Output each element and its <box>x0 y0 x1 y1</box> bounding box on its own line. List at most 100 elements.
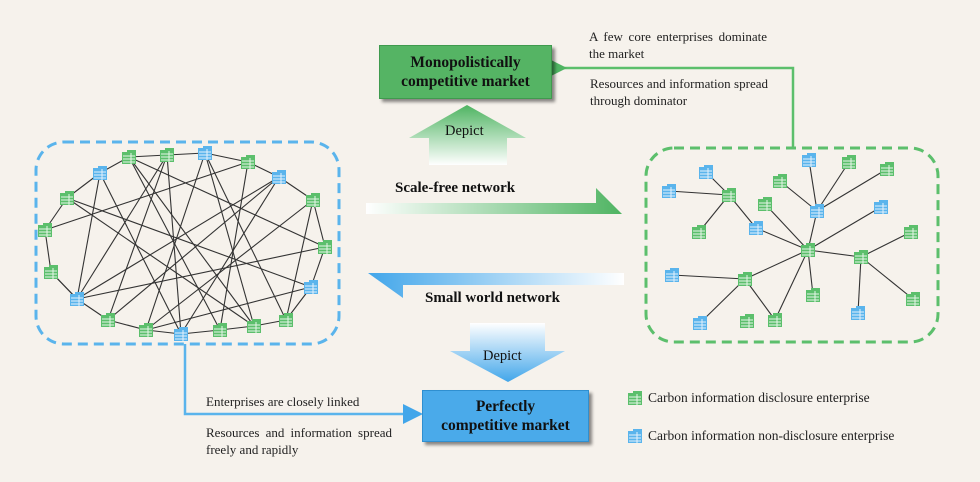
non-disclosure-enterprise-node <box>272 170 286 184</box>
disclosure-enterprise-node <box>60 191 74 205</box>
network-edge <box>668 190 730 196</box>
disclosure-enterprise-node <box>722 188 736 202</box>
network-edge <box>764 203 809 251</box>
disclosure-enterprise-node <box>241 155 255 169</box>
disclosure-enterprise-node <box>854 250 868 264</box>
non-disclosure-enterprise-node <box>662 184 676 198</box>
non-disclosure-enterprise-node <box>93 166 107 180</box>
disclosure-enterprise-node <box>38 223 52 237</box>
depict-down-arrow <box>450 323 565 382</box>
disclosure-enterprise-node <box>904 225 918 239</box>
disclosure-enterprise-node <box>692 225 706 239</box>
disclosure-enterprise-node <box>768 313 782 327</box>
disclosure-enterprise-node <box>101 313 115 327</box>
perfect-market-box: Perfectly competitive market <box>422 390 589 442</box>
scale-free-label: Scale-free network <box>395 180 516 196</box>
monopolistic-line2: competitive market <box>401 73 530 90</box>
non-disclosure-enterprise-node <box>70 292 84 306</box>
small-world-nodes <box>38 146 332 341</box>
disclosure-enterprise-node <box>758 197 772 211</box>
building-icon <box>628 391 642 405</box>
network-edge <box>145 152 206 331</box>
disclosure-enterprise-node <box>279 313 293 327</box>
connector-to-perfect <box>183 344 423 424</box>
small-world-label: Small world network <box>425 290 560 306</box>
scale-free-region <box>644 146 940 344</box>
disclosure-enterprise-node <box>139 323 153 337</box>
disclosure-enterprise-node <box>306 193 320 207</box>
disclosure-enterprise-node <box>801 243 815 257</box>
network-edge <box>128 156 255 327</box>
small-world-arrow <box>368 273 624 298</box>
network-edge <box>128 156 326 248</box>
depict-down-label: Depict <box>483 348 522 364</box>
note-spread-dominator: Resources and information spread through… <box>590 76 768 108</box>
network-edge <box>744 249 809 280</box>
legend-non-disclosure: Carbon information non-disclosure enterp… <box>627 428 894 444</box>
network-edge <box>816 168 888 212</box>
connector-to-monopolistic <box>547 58 795 148</box>
legend-disclosure-label: Carbon information disclosure enterprise <box>648 390 870 405</box>
note-spread-freely: Resources and information spread freely … <box>206 425 392 457</box>
network-edge <box>76 246 326 300</box>
network-edge <box>816 161 850 212</box>
network-edge <box>145 199 314 331</box>
network-edge <box>807 249 814 296</box>
network-edge <box>774 249 809 321</box>
non-disclosure-enterprise-node <box>665 268 679 282</box>
network-edge <box>204 152 255 327</box>
disclosure-enterprise-node <box>842 155 856 169</box>
non-disclosure-enterprise-node <box>851 306 865 320</box>
perfect-line2: competitive market <box>441 417 570 434</box>
scale-free-edges <box>668 159 914 324</box>
non-disclosure-enterprise-node <box>749 221 763 235</box>
depict-up-arrow <box>409 105 526 165</box>
disclosure-enterprise-node <box>740 314 754 328</box>
network-edge <box>204 152 249 163</box>
network-edge <box>180 176 280 335</box>
network-edge <box>76 172 101 300</box>
network-edge <box>755 227 809 251</box>
legend-non-disclosure-label: Carbon information non-disclosure enterp… <box>648 428 895 443</box>
disclosure-enterprise-node <box>44 265 58 279</box>
network-edge <box>76 176 280 300</box>
non-disclosure-enterprise-node <box>693 316 707 330</box>
small-world-region <box>34 140 341 346</box>
network-edge <box>66 197 312 288</box>
non-disclosure-enterprise-node <box>304 280 318 294</box>
non-disclosure-enterprise-node <box>198 146 212 160</box>
network-edge <box>66 197 255 327</box>
disclosure-enterprise-node <box>247 319 261 333</box>
disclosure-enterprise-node <box>213 323 227 337</box>
disclosure-enterprise-node <box>880 162 894 176</box>
network-edge <box>857 256 862 314</box>
disclosure-enterprise-node <box>906 292 920 306</box>
non-disclosure-enterprise-node <box>802 153 816 167</box>
network-edge <box>312 199 326 248</box>
disclosure-enterprise-node <box>122 150 136 164</box>
disclosure-enterprise-node <box>318 240 332 254</box>
legend-disclosure: Carbon information disclosure enterprise <box>627 390 870 406</box>
building-icon <box>628 429 642 443</box>
network-edge <box>107 176 280 321</box>
network-edge <box>285 199 314 321</box>
network-edge <box>44 161 249 231</box>
monopolistic-market-box: Monopolistically competitive market <box>379 45 552 99</box>
network-edge <box>808 159 818 212</box>
note-dominate: A few core enterprises dominate the mark… <box>589 29 767 61</box>
non-disclosure-enterprise-node <box>810 204 824 218</box>
monopolistic-line1: Monopolistically <box>410 54 521 71</box>
network-edge <box>860 231 912 258</box>
network-edge <box>166 154 182 335</box>
network-edge <box>807 249 862 258</box>
non-disclosure-enterprise-node <box>174 327 188 341</box>
network-edge <box>99 172 182 335</box>
non-disclosure-enterprise-node <box>874 200 888 214</box>
non-disclosure-enterprise-node <box>699 165 713 179</box>
scale-free-arrow <box>366 188 622 214</box>
perfect-line1: Perfectly <box>475 398 536 415</box>
network-edge <box>76 154 168 300</box>
network-edge <box>860 256 914 300</box>
disclosure-enterprise-node <box>738 272 752 286</box>
